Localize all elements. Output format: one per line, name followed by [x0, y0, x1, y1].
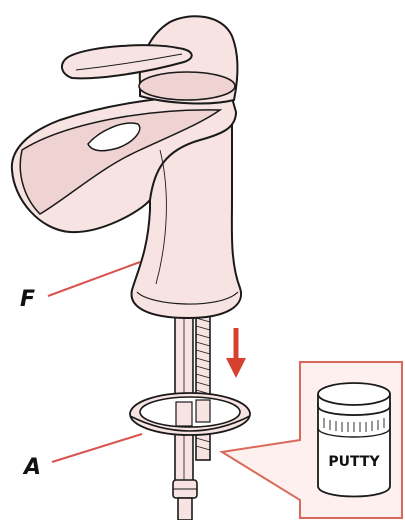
label-f: F	[20, 287, 35, 312]
supply-hose-fitting	[173, 480, 197, 520]
faucet-body	[12, 96, 241, 318]
base-gasket	[130, 393, 250, 435]
faucet-handle	[62, 16, 238, 103]
putty-inset: PUTTY	[222, 362, 402, 518]
callout-f: F	[20, 262, 140, 312]
threaded-rod	[196, 300, 210, 460]
callout-a: A	[22, 434, 142, 480]
putty-label: PUTTY	[328, 454, 380, 470]
arrow-down-icon	[226, 328, 246, 378]
label-a: A	[22, 455, 41, 480]
putty-jar-icon: PUTTY	[318, 383, 390, 497]
